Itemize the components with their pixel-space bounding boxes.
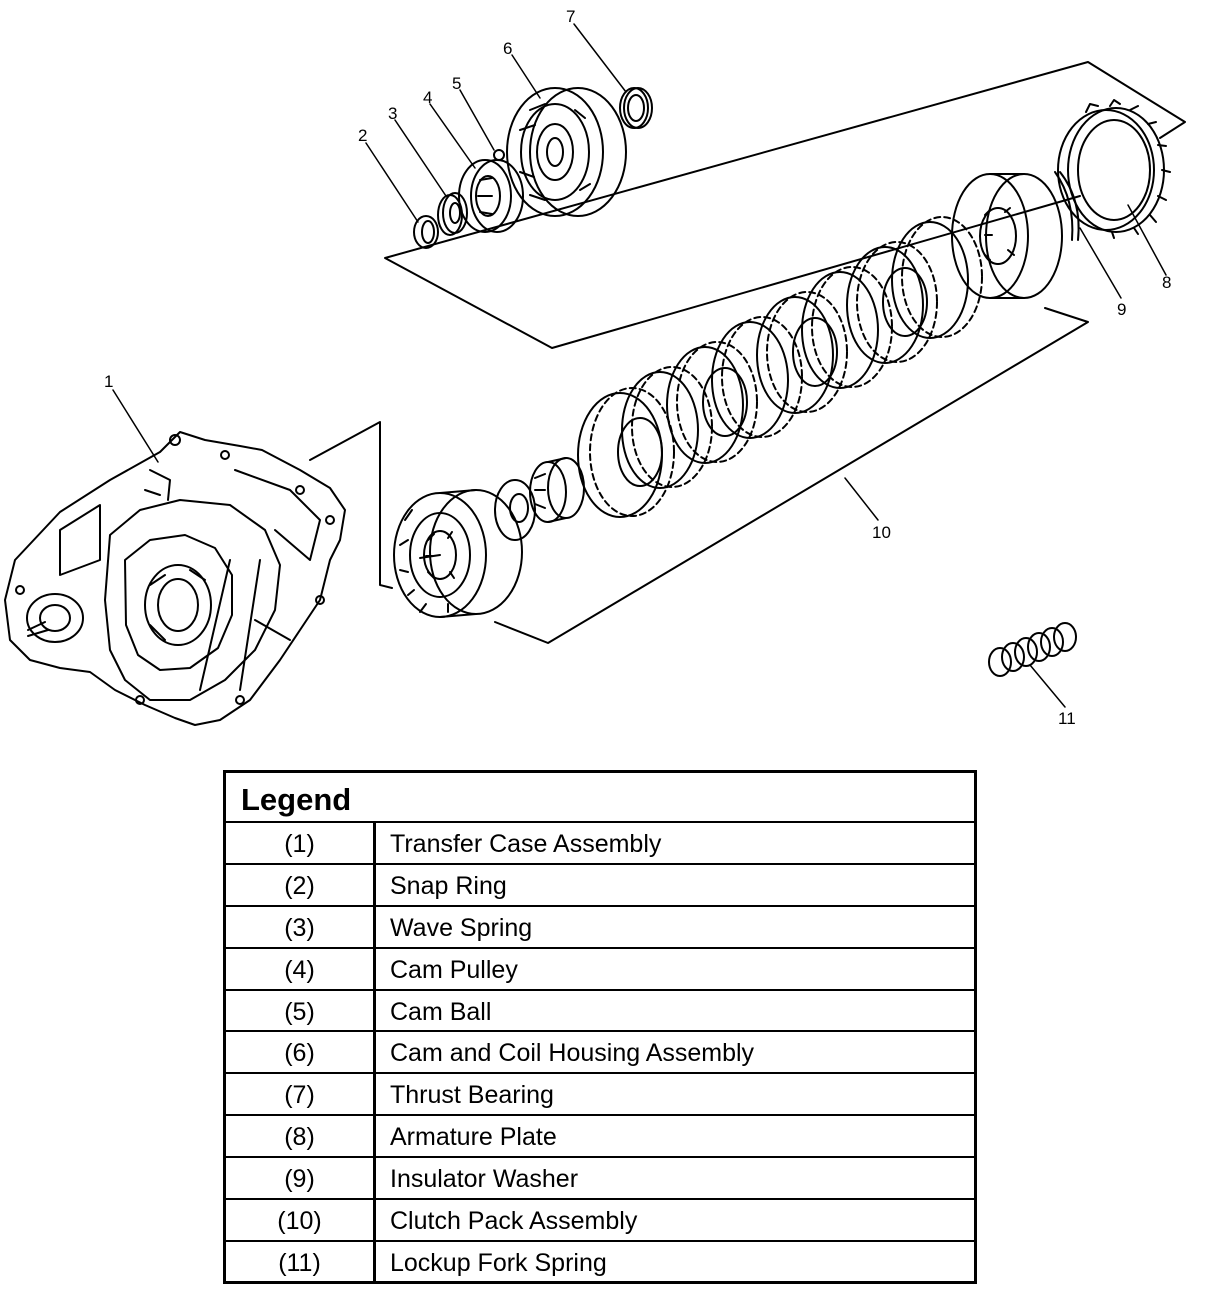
callout-4: 4 [423, 88, 432, 107]
callout-7: 7 [566, 7, 575, 26]
legend-description: Thrust Bearing [390, 1081, 554, 1110]
legend-description: Clutch Pack Assembly [390, 1207, 638, 1236]
legend-description: Cam Ball [390, 997, 492, 1026]
legend-number: (7) [226, 1074, 376, 1115]
legend-number: (10) [226, 1200, 376, 1240]
callout-8: 8 [1162, 273, 1171, 292]
legend-row: (10) Clutch Pack Assembly [226, 1200, 974, 1242]
legend-description: Snap Ring [390, 871, 507, 900]
legend-row: (3) Wave Spring [226, 906, 974, 949]
legend-description: Transfer Case Assembly [390, 830, 662, 858]
legend-table: Legend (1) Transfer Case Assembly (2) Sn… [223, 770, 977, 1284]
legend-number: (3) [226, 906, 376, 947]
callout-2: 2 [358, 126, 367, 145]
thrust-bearing-drawing [619, 87, 653, 129]
legend-number: (5) [226, 990, 376, 1031]
thrust-washer-drawing [494, 479, 536, 541]
clutch-plates-drawing [577, 216, 983, 518]
legend-number: (6) [226, 1032, 376, 1073]
legend-description: Lockup Fork Spring [390, 1248, 607, 1277]
callout-6: 6 [503, 39, 512, 58]
legend-description: Wave Spring [390, 913, 533, 942]
legend-number: (4) [226, 948, 376, 989]
legend-title: Legend [226, 773, 974, 823]
exploded-view-diagram: 1 2 3 4 5 6 7 8 9 10 11 [4, 7, 1186, 728]
legend-number: (11) [226, 1241, 376, 1284]
legend-rows: (1) Transfer Case Assembly (2) Snap Ring… [226, 823, 974, 1284]
legend-row: (7) Thrust Bearing [226, 1074, 974, 1117]
legend-row: (11) Lockup Fork Spring [226, 1241, 974, 1284]
lockup-fork-spring-drawing [988, 622, 1077, 677]
legend-description: Cam Pulley [390, 955, 518, 984]
cam-coil-housing-drawing [506, 87, 627, 217]
legend-description: Armature Plate [390, 1123, 557, 1152]
callout-9: 9 [1117, 300, 1126, 319]
legend-number: (9) [226, 1158, 376, 1199]
legend-row: (2) Snap Ring [226, 864, 974, 907]
callout-10: 10 [872, 523, 891, 542]
legend-number: (1) [226, 823, 376, 863]
legend-number: (8) [226, 1116, 376, 1157]
housing-bracket [309, 421, 393, 589]
snap-ring-drawing [413, 215, 439, 249]
leader-lines [112, 23, 1167, 708]
legend-description: Insulator Washer [390, 1165, 579, 1194]
cam-ball-drawing [493, 149, 505, 161]
callout-1: 1 [104, 372, 113, 391]
legend-description: Cam and Coil Housing Assembly [390, 1039, 755, 1068]
callout-5: 5 [452, 74, 461, 93]
legend-number: (2) [226, 864, 376, 905]
legend-row: (9) Insulator Washer [226, 1158, 974, 1201]
legend-row: (4) Cam Pulley [226, 948, 974, 991]
legend-row: (1) Transfer Case Assembly [226, 823, 974, 865]
clutch-pack-bracket [494, 307, 1089, 644]
insulator-washer-drawing [1054, 171, 1080, 241]
callout-labels: 1 2 3 4 5 6 7 8 9 10 11 [104, 7, 1171, 728]
transfer-case-assembly-drawing [4, 431, 346, 726]
legend-row: (8) Armature Plate [226, 1116, 974, 1159]
callout-3: 3 [388, 104, 397, 123]
upper-assembly-bracket [384, 61, 1186, 349]
driven-gear-drawing [393, 489, 523, 618]
legend-row: (6) Cam and Coil Housing Assembly [226, 1032, 974, 1075]
clutch-hub-drawing [951, 173, 1063, 299]
splined-hub-drawing [529, 457, 585, 523]
legend-row: (5) Cam Ball [226, 990, 974, 1033]
callout-11: 11 [1058, 709, 1076, 728]
armature-plate-drawing [1057, 99, 1171, 239]
